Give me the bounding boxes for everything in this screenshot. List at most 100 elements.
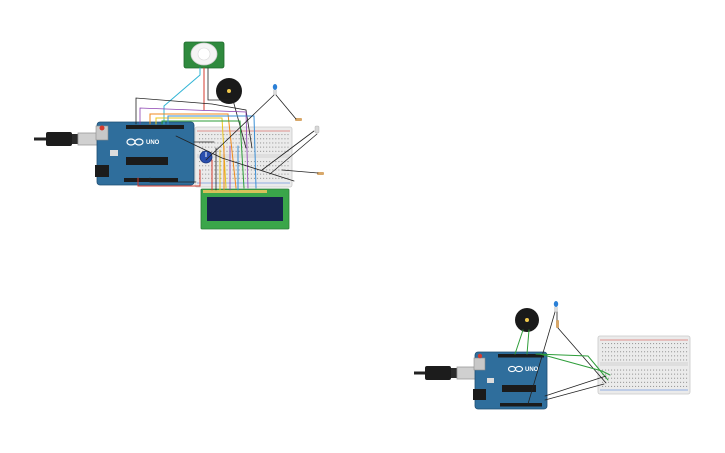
breadboard-hole [214, 165, 216, 167]
breadboard-hole [229, 142, 231, 144]
wire[interactable] [149, 177, 197, 183]
wire[interactable] [539, 353, 611, 376]
breadboard-hole [641, 377, 643, 379]
piezo-buzzer-2[interactable] [515, 308, 539, 332]
arduino-uno-2[interactable]: UNO [473, 351, 548, 410]
resistor-1c[interactable] [317, 172, 324, 175]
breadboard-hole [656, 381, 658, 383]
breadboard-hole [266, 165, 268, 167]
usb-cable-1[interactable] [34, 132, 99, 146]
breadboard-hole [620, 343, 622, 345]
wire[interactable] [526, 329, 530, 355]
breadboard-hole [220, 134, 222, 136]
piezo-buzzer-1[interactable] [216, 78, 242, 104]
usb-cable-2[interactable] [414, 366, 478, 380]
breadboard-hole [608, 381, 610, 383]
wire[interactable] [161, 120, 245, 189]
breadboard-hole [250, 169, 252, 171]
arduino-uno-1[interactable]: UNO [95, 121, 195, 186]
breadboard-hole [208, 134, 210, 136]
wire[interactable] [514, 329, 524, 355]
led-2[interactable] [553, 301, 559, 312]
breadboard-hole [235, 138, 237, 140]
breadboard-hole [653, 355, 655, 357]
breadboard-hole [632, 373, 634, 375]
resistor-2[interactable] [556, 320, 559, 328]
breadboard-hole [284, 150, 286, 152]
wire[interactable] [275, 94, 297, 120]
breadboard-hole [668, 347, 670, 349]
wire[interactable] [544, 375, 607, 397]
breadboard-hole [284, 146, 286, 148]
wire[interactable] [261, 130, 315, 171]
breadboard-hole [644, 347, 646, 349]
breadboard-hole [266, 177, 268, 179]
breadboard-hole [632, 385, 634, 387]
breadboard-hole [629, 377, 631, 379]
breadboard-hole [202, 150, 204, 152]
breadboard-hole [220, 169, 222, 171]
breadboard-hole [232, 169, 234, 171]
breadboard-hole [199, 138, 201, 140]
breadboard-hole [247, 146, 249, 148]
breadboard-hole [611, 351, 613, 353]
breadboard-hole [656, 347, 658, 349]
wire[interactable] [269, 133, 318, 175]
potentiometer[interactable] [199, 150, 213, 164]
breadboard-hole [677, 373, 679, 375]
breadboard-hole [626, 343, 628, 345]
wire[interactable] [544, 383, 605, 401]
breadboard-hole [202, 173, 204, 175]
wire[interactable] [205, 94, 275, 161]
breadboard-hole [629, 369, 631, 371]
breadboard-hole [608, 359, 610, 361]
breadboard-hole [602, 343, 604, 345]
wire[interactable] [167, 115, 257, 189]
breadboard-hole [650, 351, 652, 353]
wire[interactable] [163, 67, 201, 125]
wire[interactable] [149, 113, 237, 189]
wire[interactable] [175, 135, 295, 182]
breadboard-hole [266, 150, 268, 152]
breadboard-hole [232, 146, 234, 148]
breadboard-hole [260, 138, 262, 140]
breadboard-hole [668, 381, 670, 383]
wire[interactable] [137, 169, 201, 187]
breadboard-hole [638, 355, 640, 357]
breadboard-2[interactable] [597, 335, 691, 395]
breadboard-hole [269, 146, 271, 148]
breadboard-hole [680, 359, 682, 361]
breadboard-hole [208, 138, 210, 140]
breadboard-hole [256, 134, 259, 136]
breadboard-hole [260, 173, 262, 175]
wire[interactable] [207, 67, 247, 149]
wire[interactable] [135, 97, 253, 149]
breadboard-hole [241, 146, 243, 148]
resistor-1a[interactable] [295, 118, 302, 121]
breadboard-hole [269, 165, 271, 167]
breadboard-hole [223, 138, 225, 140]
breadboard-hole [611, 355, 613, 357]
wire[interactable] [535, 353, 609, 381]
wire[interactable] [527, 311, 556, 405]
resistor-1b[interactable] [314, 125, 320, 134]
breadboard-hole [244, 138, 246, 140]
breadboard-hole [208, 173, 210, 175]
breadboard-hole [677, 369, 679, 371]
breadboard-hole [638, 381, 640, 383]
breadboard-hole [659, 343, 661, 345]
breadboard-hole [260, 161, 262, 163]
breadboard-hole [650, 385, 652, 387]
breadboard-hole [659, 359, 661, 361]
lcd-display[interactable] [200, 188, 290, 230]
wire[interactable] [281, 169, 319, 174]
breadboard-hole [602, 369, 604, 371]
breadboard-hole [674, 377, 676, 379]
breadboard-hole [626, 355, 628, 357]
pir-sensor[interactable] [183, 41, 225, 69]
breadboard-hole [220, 161, 222, 163]
led-1[interactable] [272, 84, 278, 95]
breadboard-hole [211, 142, 213, 144]
wire[interactable] [139, 107, 249, 189]
